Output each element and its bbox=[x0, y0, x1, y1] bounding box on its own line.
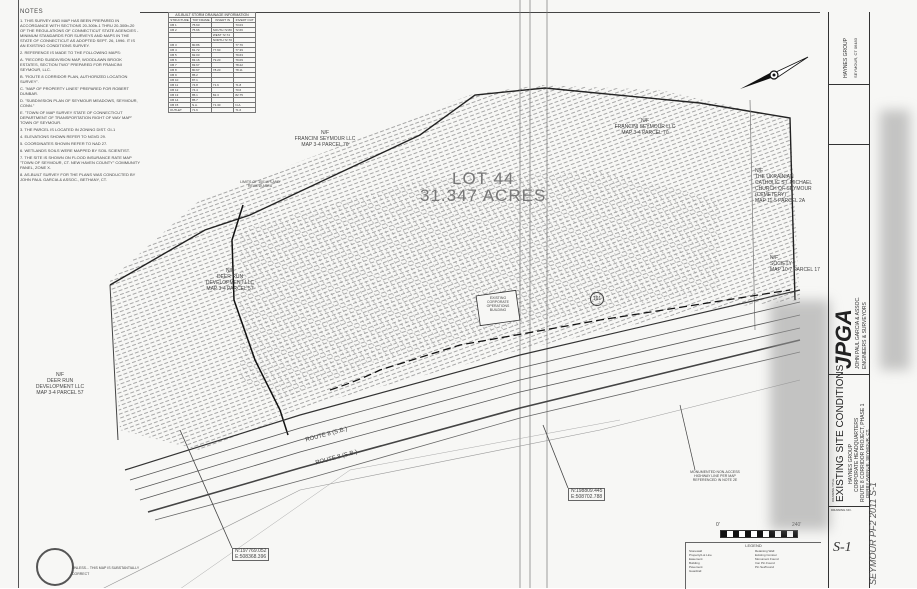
client-box: HAYNES GROUP SEYMOUR, CT 06483 bbox=[829, 12, 869, 85]
route-8-edge bbox=[124, 289, 801, 471]
drawing-no-label: DRAWING NO. bbox=[831, 508, 852, 512]
note-item: 7. THE SITE IS SHOWN ON FLOOD INSURANCE … bbox=[20, 155, 140, 170]
abutter-label: N/F FRANCINI SEYMOUR LLC MAP 3-4 PARCEL … bbox=[614, 118, 676, 136]
coordinate-box: N:197769.052 E:508368.396 bbox=[232, 548, 270, 561]
table-cell: 71.6 bbox=[233, 107, 256, 113]
note-item: A. "RECORD SUBDIVISION MAP, WOODLAWN BRO… bbox=[20, 57, 122, 72]
storm-drainage-table: AS-BUILT STORM DRAINAGE INFORMATION STRU… bbox=[167, 12, 256, 113]
legend-title: LEGEND bbox=[745, 543, 762, 548]
note-item: 1. THIS SURVEY AND MAP HAS BEEN PREPARED… bbox=[20, 18, 139, 48]
row-note: MONUMENTED NON-ACCESS HIGHWAY LINE PER M… bbox=[690, 470, 740, 482]
drawing-title-box: DRAWING TITLE EXISTING SITE CONDITIONS H… bbox=[829, 365, 870, 507]
note-item: 4. ELEVATIONS SHOWN REFER TO NGVD 29. bbox=[20, 134, 106, 139]
legend-item: Iron Pin Found bbox=[755, 561, 775, 565]
route-badge: 101 bbox=[590, 292, 604, 306]
firm-subtitle: ENGINEERS & SURVEYORS bbox=[862, 302, 868, 369]
sheet-border-left bbox=[18, 0, 19, 588]
route-8-shoulder bbox=[147, 339, 801, 513]
easting: E:508368.396 bbox=[235, 553, 267, 560]
legend-item: Pin Set/Found bbox=[755, 565, 775, 569]
scan-smudge bbox=[770, 300, 830, 530]
upland-review-label: LIMITS OF 100' UPLAND REVIEW AREA bbox=[240, 180, 280, 188]
note-item: D. "SUBDIVISION PLAN OF SEYMOUR MEADOWS,… bbox=[20, 98, 138, 108]
firm-box: JPGA JOHN PAUL GARCIA & ASSOC. ENGINEERS… bbox=[829, 144, 869, 375]
legend-item: Property/Lot Line bbox=[689, 553, 712, 557]
note-item: 6. WETLANDS SOILS WERE MAPPED BY SOIL SC… bbox=[20, 148, 130, 153]
abutter-label: N/F SOCIETY MAP 10-7 PARCEL 17 bbox=[770, 255, 820, 273]
storm-table-title: AS-BUILT STORM DRAINAGE INFORMATION bbox=[168, 12, 256, 17]
note-item: B. "ROUTE 8 CORRIDOR PLAN, AUTHORIZED LO… bbox=[20, 74, 128, 84]
legend-item: Existing Contour bbox=[755, 553, 778, 557]
note-item: 5. COORDINATES SHOWN REFER TO NAD 27. bbox=[20, 141, 108, 146]
easting: E:508702.788 bbox=[571, 493, 603, 500]
legend-item: Building bbox=[689, 561, 700, 565]
surveyor-seal bbox=[36, 548, 74, 586]
abutter-label: N/F DEER RUN DEVELOPMENT LLC MAP 3-4 PAR… bbox=[35, 372, 85, 396]
table-cell bbox=[210, 107, 235, 113]
note-item: 8. AS-BUILT SURVEY FOR THE PLANS WAS CON… bbox=[20, 172, 136, 182]
northing: N:197769.052 bbox=[235, 548, 267, 554]
legend-item: Retaining Wall bbox=[755, 549, 775, 553]
drawing-title: EXISTING SITE CONDITIONS bbox=[835, 364, 846, 502]
lot-label: LOT 44 31.347 ACRES bbox=[420, 170, 546, 204]
northing: N:198809.445 bbox=[571, 488, 603, 494]
notes-block: NOTES 1. THIS SURVEY AND MAP HAS BEEN PR… bbox=[20, 9, 140, 184]
legend-item: Pavement bbox=[689, 565, 703, 569]
revision-box bbox=[829, 84, 869, 145]
lot-number: LOT 44 bbox=[451, 169, 515, 188]
client-name: HAYNES GROUP bbox=[843, 38, 849, 78]
terrain-contours-dense bbox=[240, 170, 720, 400]
handwritten-note: SEYMOUR PF2 2011 S-1 bbox=[868, 482, 878, 585]
lot-area: 31.347 ACRES bbox=[420, 186, 547, 205]
seal-note: UNLESS... THIS MAP IS SUBSTANTIALLY CORR… bbox=[72, 566, 140, 576]
abutter-label: N/F FRANCINI SEYMOUR LLC MAP 3-4 PARCEL … bbox=[294, 130, 356, 148]
table-cell: OUTLET bbox=[167, 107, 192, 113]
west-boundary bbox=[109, 284, 119, 441]
scale-bar bbox=[720, 530, 798, 538]
notes-heading: NOTES bbox=[20, 9, 44, 15]
title-block: HAYNES GROUP SEYMOUR, CT 06483 JPGA JOHN… bbox=[828, 12, 870, 588]
note-item: C. "MAP OF PROPERTY LINES" PREPARED FOR … bbox=[20, 86, 129, 96]
sheet-border-top bbox=[140, 12, 820, 13]
firm-name: JOHN PAUL GARCIA & ASSOC. bbox=[855, 296, 861, 369]
abutter-label: N/F DEER RUN DEVELOPMENT LLC MAP 3-4 PAR… bbox=[205, 268, 255, 292]
scale-start: 0' bbox=[716, 522, 720, 528]
legend-item: Easement bbox=[689, 557, 703, 561]
highway-line bbox=[329, 289, 791, 391]
building-label: EXISTING CORPORATE OPERATIONS BUILDING bbox=[486, 296, 510, 312]
client-address: SEYMOUR, CT 06483 bbox=[853, 38, 858, 78]
property-line bbox=[109, 87, 796, 301]
legend-item: Stonewall bbox=[689, 549, 703, 553]
coordinate-box: N:198809.445 E:508702.788 bbox=[568, 488, 606, 501]
note-item: 3. THE PARCEL IS LOCATED IN ZONING DIST.… bbox=[20, 127, 116, 132]
wetland-boundary bbox=[231, 204, 289, 436]
scan-smudge bbox=[880, 110, 910, 370]
note-item: E. "TOWN OF MAP SURVEY STATE OF CONNECTI… bbox=[20, 110, 133, 125]
legend-item: Monument Found bbox=[755, 557, 779, 561]
abutter-label: N/F THE UKRAINIAN CATHOLIC ST. MICHAEL C… bbox=[755, 168, 813, 204]
existing-building bbox=[475, 289, 521, 327]
north-arrow-icon bbox=[740, 56, 809, 89]
legend-item: Guardrail bbox=[689, 569, 702, 573]
drawing-number: S-1 bbox=[833, 540, 852, 555]
note-item: 2. REFERENCE IS MADE TO THE FOLLOWING MA… bbox=[20, 50, 121, 55]
firm-logo: JPGA bbox=[831, 309, 856, 369]
